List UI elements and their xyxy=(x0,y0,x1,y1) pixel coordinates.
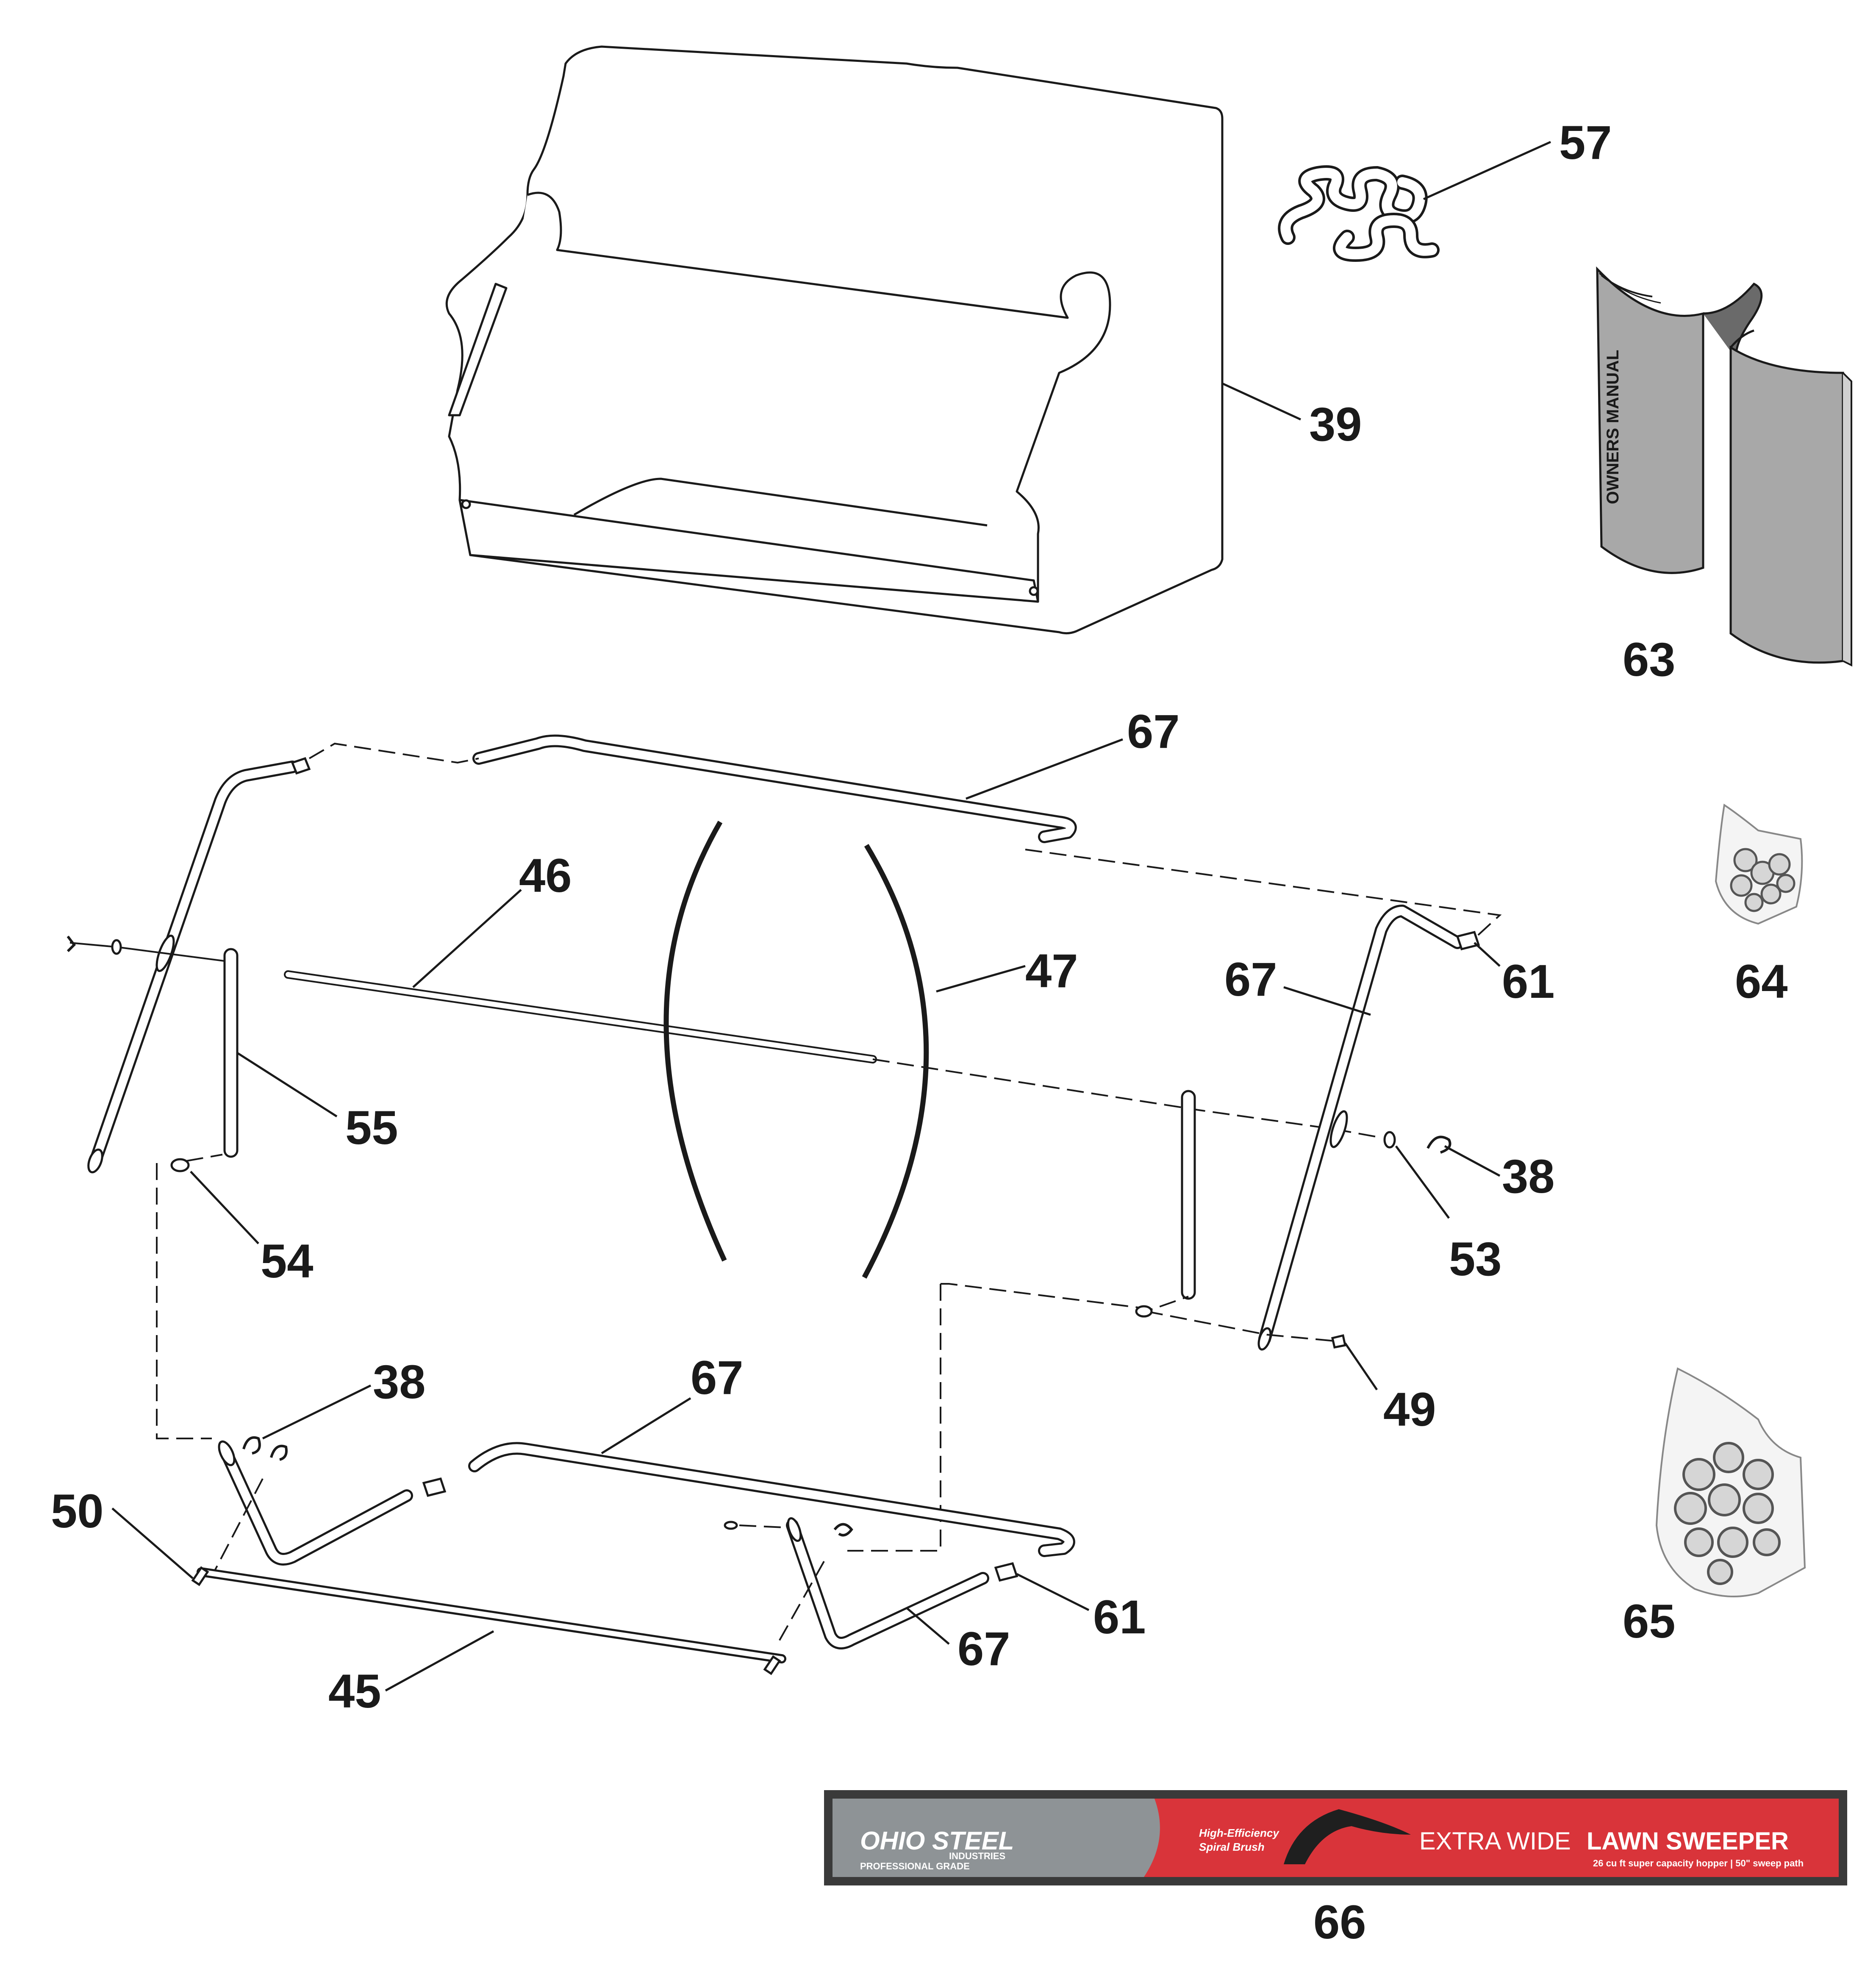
label-67-right: 67 xyxy=(1224,953,1277,1006)
brand-banner-part-66: OHIO STEEL INDUSTRIES PROFESSIONAL GRADE… xyxy=(824,1790,1847,1949)
upper-frame-rod-67: 67 xyxy=(308,705,1502,939)
lower-frame-rod-67: 67 67 61 xyxy=(156,1163,1146,1675)
right-upright-rod-67: 67 61 xyxy=(1224,905,1555,1351)
banner-feature-2: Spiral Brush xyxy=(1199,1841,1265,1853)
banner-title-extra-wide: EXTRA WIDE xyxy=(1419,1827,1571,1855)
label-67-lower-right: 67 xyxy=(957,1622,1010,1675)
label-54: 54 xyxy=(261,1235,314,1288)
banner-subtitle: 26 cu ft super capacity hopper | 50" swe… xyxy=(1593,1858,1804,1869)
label-64: 64 xyxy=(1735,955,1788,1008)
hopper-part-39: 39 xyxy=(445,45,1362,635)
label-63: 63 xyxy=(1623,633,1676,686)
banner-brand-industries: INDUSTRIES xyxy=(949,1851,1005,1861)
stand-tube-part-55: 55 xyxy=(223,948,398,1158)
spring-part-57: 57 xyxy=(1278,116,1612,262)
label-57: 57 xyxy=(1559,116,1612,169)
label-61-bottom: 61 xyxy=(1093,1591,1146,1644)
label-61-top: 61 xyxy=(1502,955,1555,1008)
manual-cover-text: OWNERS MANUAL xyxy=(1604,350,1622,504)
washer-part-53: 53 xyxy=(1383,1131,1502,1286)
owners-manual-part-63: OWNERS MANUAL 63 xyxy=(1596,266,1852,686)
label-50: 50 xyxy=(51,1485,104,1538)
label-65: 65 xyxy=(1623,1595,1676,1648)
label-66: 66 xyxy=(1313,1896,1366,1949)
banner-brand-ohio: OHIO xyxy=(860,1827,925,1855)
banner-brand-steel: STEEL xyxy=(932,1827,1014,1855)
left-upright-rod-67 xyxy=(87,757,311,1174)
label-38-right: 38 xyxy=(1502,1150,1555,1203)
hairpin-part-38-right: 38 xyxy=(1426,1136,1555,1203)
hairpin-part-38-left: 38 xyxy=(242,1355,426,1461)
label-45: 45 xyxy=(328,1665,381,1718)
label-38-left: 38 xyxy=(373,1355,426,1408)
banner-feature-1: High-Efficiency xyxy=(1199,1827,1279,1839)
label-55: 55 xyxy=(345,1101,398,1154)
label-39: 39 xyxy=(1309,398,1362,451)
hardware-bag-part-65: 65 xyxy=(1623,1367,1806,1648)
label-67-bottom: 67 xyxy=(691,1351,744,1404)
banner-title-lawn-sweeper: LAWN SWEEPER xyxy=(1587,1827,1789,1855)
label-47: 47 xyxy=(1025,944,1078,997)
right-stand-tube: 49 xyxy=(847,1090,1436,1552)
spiral-brush-part-47: 47 xyxy=(663,821,1078,1279)
label-53: 53 xyxy=(1449,1233,1502,1286)
clevis-pin-part-54: 54 xyxy=(170,1154,314,1288)
banner-grade: PROFESSIONAL GRADE xyxy=(860,1861,970,1871)
axle-rod-part-46: 46 xyxy=(67,849,1382,1138)
label-67-top: 67 xyxy=(1127,705,1180,758)
hardware-bag-part-64: 64 xyxy=(1715,803,1803,1008)
bolt-part-50: 50 xyxy=(51,1485,194,1579)
label-46: 46 xyxy=(519,849,572,902)
hitch-bar-part-45: 45 xyxy=(191,1566,786,1718)
label-49: 49 xyxy=(1383,1383,1436,1436)
